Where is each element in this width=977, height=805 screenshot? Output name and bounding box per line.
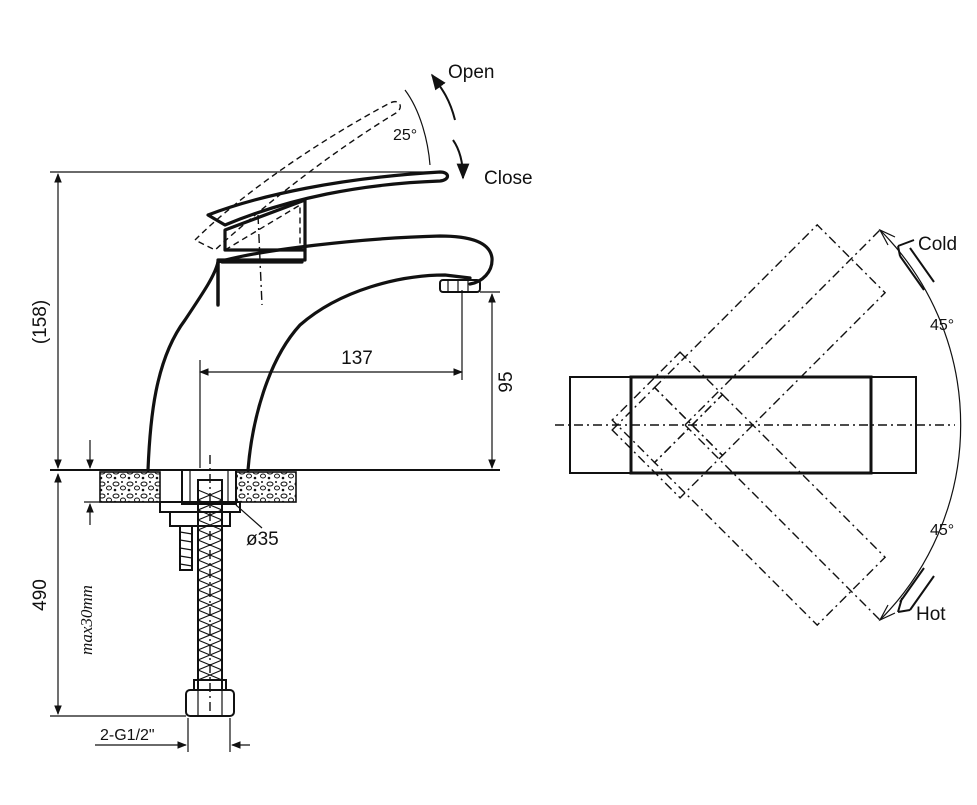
aerator (439, 279, 481, 293)
close-arrow (452, 139, 470, 180)
reach-label: 137 (341, 348, 373, 369)
angle-hot-label: 45° (930, 522, 954, 539)
top-view: 45° 45° Cold Hot (555, 223, 962, 627)
max-thickness-label: max30mm (77, 585, 96, 655)
height-label: (158) (30, 300, 51, 344)
handle-centerline (257, 214, 263, 306)
open-arrow (431, 73, 456, 121)
side-view: 25° Open Close (158) 137 95 (30, 62, 533, 752)
angle-cold-label: 45° (930, 317, 954, 334)
lever-closed (206, 170, 450, 227)
hose-length-label: 490 (30, 579, 51, 611)
diameter-label: ø35 (246, 529, 279, 550)
countertop-right (235, 471, 297, 503)
hot-label: Hot (916, 604, 946, 625)
angle-arc (404, 89, 431, 166)
lever-open (193, 101, 401, 251)
nut (169, 511, 231, 527)
cold-label: Cold (918, 234, 957, 255)
cartridge-housing (216, 248, 307, 307)
open-label: Open (448, 62, 494, 83)
countertop-left (99, 471, 161, 503)
hose-nut (185, 689, 235, 717)
faucet-body (146, 260, 220, 472)
spout-height-label: 95 (496, 371, 517, 392)
rotation-arc (879, 229, 962, 621)
hot-arrow (897, 567, 935, 613)
close-label: Close (484, 168, 533, 189)
thread-label: 2-G1/2" (100, 727, 155, 744)
cold-arrow (897, 239, 935, 291)
angle-lever-label: 25° (393, 127, 417, 144)
